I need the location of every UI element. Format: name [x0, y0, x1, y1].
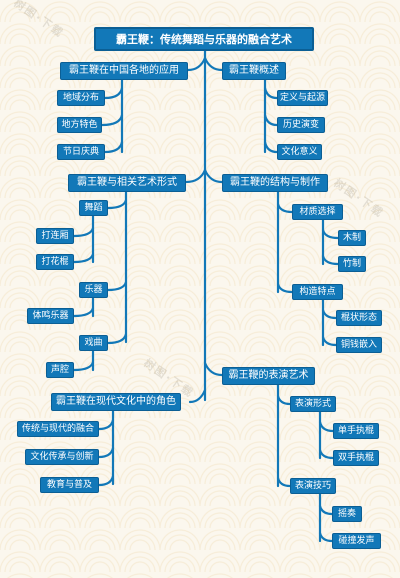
node-cultural-significance[interactable]: 文化意义 — [277, 144, 322, 160]
root-topic[interactable]: 霸王鞭：传统舞蹈与乐器的融合艺术 — [94, 27, 314, 51]
node-opera[interactable]: 戏曲 — [79, 335, 108, 351]
node-definition-origin[interactable]: 定义与起源 — [277, 90, 328, 106]
node-wood[interactable]: 木制 — [338, 230, 366, 246]
node-local-features[interactable]: 地方特色 — [57, 117, 102, 133]
node-construction[interactable]: 构造特点 — [292, 284, 343, 300]
node-inheritance-innovation[interactable]: 文化传承与创新 — [25, 449, 99, 465]
topic-performance[interactable]: 霸王鞭的表演艺术 — [222, 367, 315, 385]
node-shaking[interactable]: 摇奏 — [332, 506, 362, 522]
topic-overview[interactable]: 霸王鞭概述 — [222, 62, 286, 80]
node-da-lian-xiang[interactable]: 打连厢 — [36, 228, 74, 244]
topic-regional-application[interactable]: 霸王鞭在中国各地的应用 — [60, 62, 188, 80]
node-technique[interactable]: 表演技巧 — [290, 478, 336, 494]
topic-modern-role[interactable]: 霸王鞭在现代文化中的角色 — [51, 393, 181, 411]
node-da-hua-gun[interactable]: 打花棍 — [36, 254, 74, 270]
node-education[interactable]: 教育与普及 — [40, 477, 99, 493]
node-one-hand[interactable]: 单手执棍 — [333, 423, 379, 439]
node-tradition-modern[interactable]: 传统与现代的融合 — [17, 421, 99, 437]
node-rod-shape[interactable]: 棍状形态 — [336, 310, 382, 326]
node-coin-inlay[interactable]: 铜钱嵌入 — [336, 337, 382, 353]
node-material[interactable]: 材质选择 — [292, 204, 343, 220]
node-vocal-style[interactable]: 声腔 — [46, 362, 74, 378]
node-regional-distribution[interactable]: 地域分布 — [57, 90, 105, 106]
node-history[interactable]: 历史演变 — [277, 117, 325, 133]
topic-related-arts[interactable]: 霸王鞭与相关艺术形式 — [68, 174, 186, 192]
node-two-hands[interactable]: 双手执棍 — [333, 450, 379, 466]
node-bamboo[interactable]: 竹制 — [338, 256, 366, 272]
node-festivals[interactable]: 节日庆典 — [57, 144, 105, 160]
node-instrument[interactable]: 乐器 — [79, 282, 108, 298]
topic-structure-making[interactable]: 霸王鞭的结构与制作 — [222, 174, 328, 192]
node-performance-form[interactable]: 表演形式 — [290, 396, 336, 412]
node-idiophone[interactable]: 体鸣乐器 — [27, 308, 74, 324]
node-dance[interactable]: 舞蹈 — [79, 200, 108, 216]
node-collision[interactable]: 碰撞发声 — [332, 533, 381, 549]
